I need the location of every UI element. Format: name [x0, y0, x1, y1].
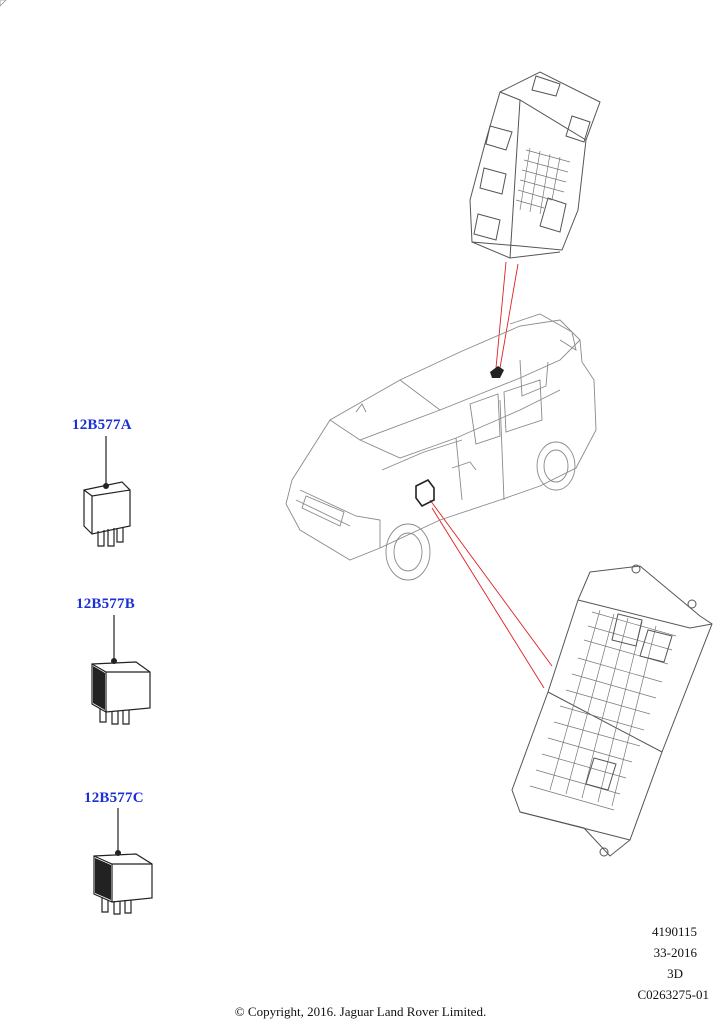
part-label-12B577C[interactable]: 12B577C: [84, 790, 144, 806]
upper-module-location: [490, 366, 504, 378]
relay-12B577B[interactable]: [91, 615, 151, 725]
lower-fuse-box[interactable]: [511, 564, 713, 857]
lower-module-location: [415, 478, 435, 508]
vehicle-outline: [285, 313, 597, 581]
relay-12B577C[interactable]: [93, 808, 153, 915]
meta-code-2: 33-2016: [653, 945, 697, 960]
corner-mark: [0, 0, 7, 7]
part-label-12B577B[interactable]: 12B577B: [76, 596, 135, 612]
red-leader-lines: [429, 261, 553, 689]
copyright-notice: © Copyright, 2016. Jaguar Land Rover Lim…: [234, 1004, 487, 1019]
meta-ref: C0263275-01: [637, 987, 710, 1002]
upper-control-module[interactable]: [469, 71, 601, 259]
part-label-12B577A[interactable]: 12B577A: [72, 417, 132, 433]
relay-12B577A[interactable]: [83, 436, 131, 547]
meta-code-1: 4190115: [651, 924, 697, 939]
meta-view: 3D: [667, 966, 683, 981]
